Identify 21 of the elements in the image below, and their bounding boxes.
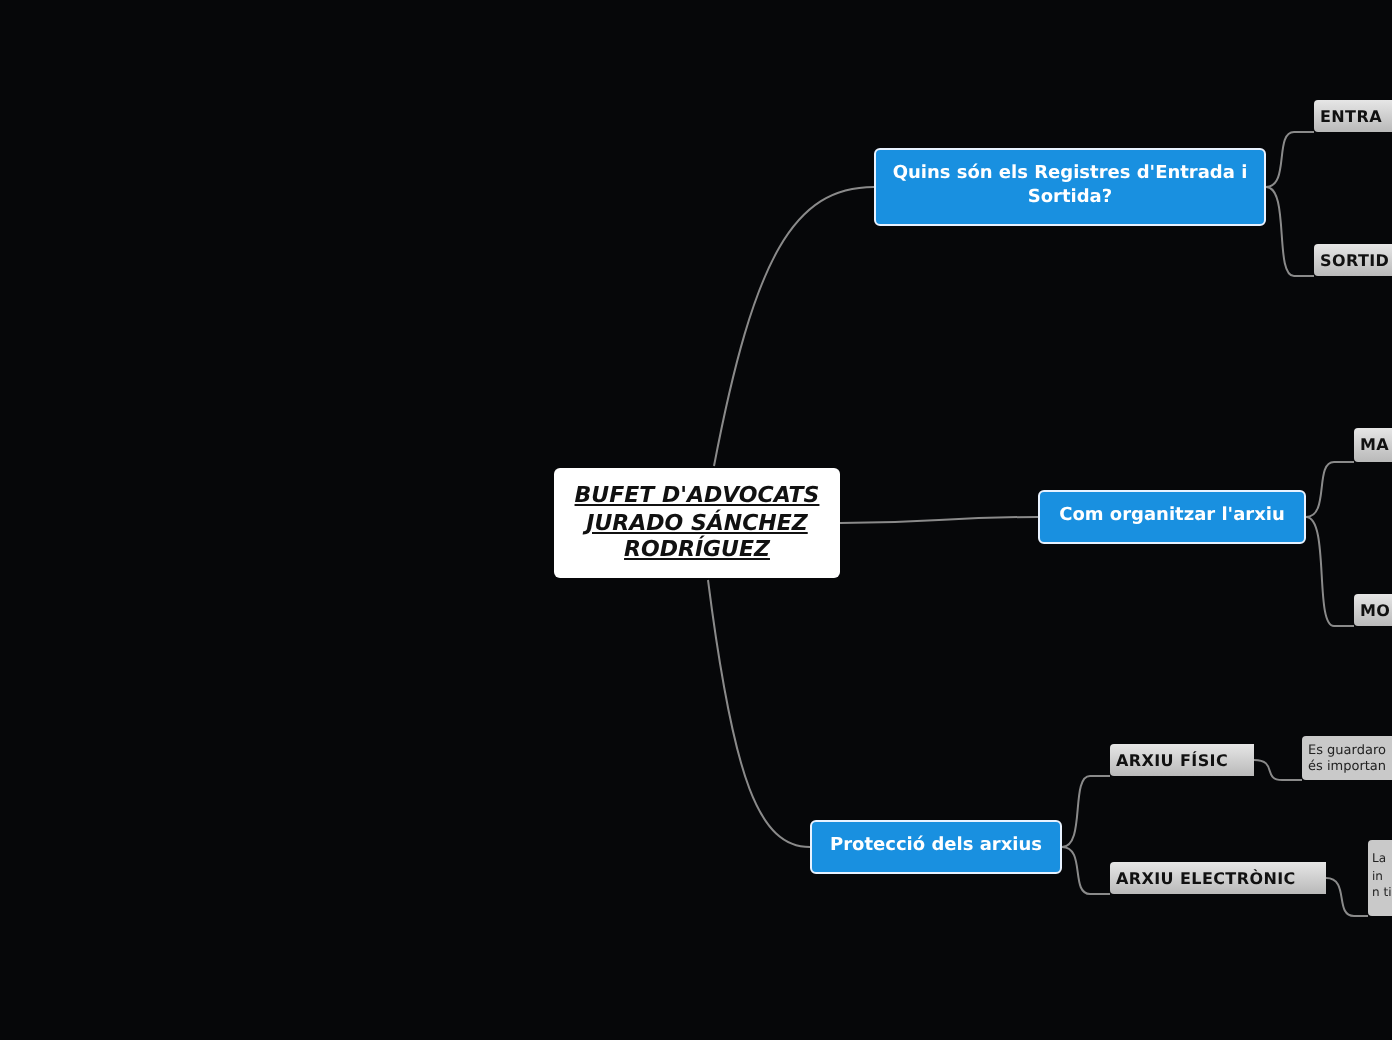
topic-box: Protecció dels arxius [810,820,1062,874]
subtopic-label: MA [1354,428,1392,462]
subtopic-label: ENTRA [1314,100,1392,132]
connector-line [1253,759,1303,781]
connector-line [707,579,811,848]
topic-box: Quins són els Registres d'Entrada i Sortida? [874,148,1266,226]
central-topic: BUFET D'ADVOCATS JURADO SÁNCHEZ RODRÍGUEZ [554,468,840,578]
subtopic-label: SORTID [1314,244,1392,276]
subtopic-label: ARXIU FÍSIC [1110,744,1254,776]
connector-line [1061,775,1111,848]
connector-line [713,186,875,467]
connector-line [1325,877,1369,917]
connector-line [1061,846,1111,895]
topic-box: Com organitzar l'arxiu [1038,490,1306,544]
connector-line [1305,461,1355,518]
connector-line [1305,516,1355,627]
subtopic-label: MO [1354,594,1392,626]
connector-line [1265,131,1315,188]
connector-line [839,516,1039,524]
connector-line [1265,186,1315,277]
subtopic-label: ARXIU ELECTRÒNIC [1110,862,1326,894]
